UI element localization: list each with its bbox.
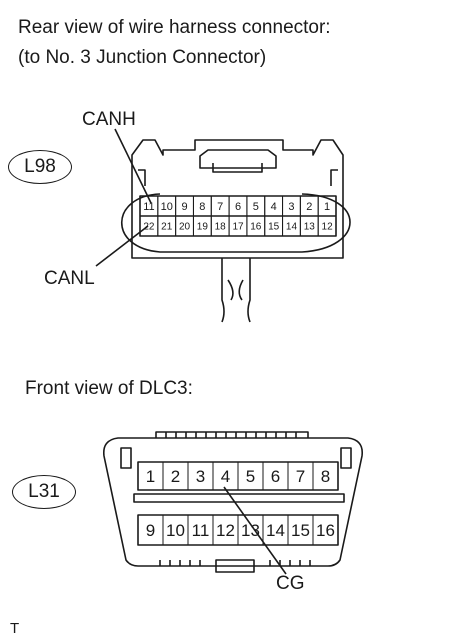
title-1-line-1: Rear view of wire harness connector: xyxy=(18,17,331,38)
l31-center-rib xyxy=(133,493,345,503)
l98-wire-outline xyxy=(121,193,351,253)
pin-label: 10 xyxy=(161,201,173,213)
pin-label: 2 xyxy=(171,467,180,486)
pin-label: 19 xyxy=(197,222,209,233)
pin-label: 11 xyxy=(192,521,210,540)
pin-label: 13 xyxy=(241,521,260,540)
connector-l98-id: L98 xyxy=(8,150,72,184)
pin-label: 7 xyxy=(296,467,305,486)
l31-slot-left xyxy=(120,447,132,469)
pin-label: 6 xyxy=(235,201,241,213)
connector-l31-id: L31 xyxy=(12,475,76,509)
pin-label: 20 xyxy=(179,222,191,233)
canh-pointer xyxy=(114,128,152,204)
pin-label: 15 xyxy=(268,222,280,233)
pin-label: 2 xyxy=(306,201,312,213)
pin-label: 17 xyxy=(232,222,244,233)
pin-label: 18 xyxy=(215,222,227,233)
pin-label: 21 xyxy=(161,222,173,233)
pin-label: 22 xyxy=(143,222,155,233)
pin-label: 3 xyxy=(196,467,205,486)
canl-label: CANL xyxy=(44,268,95,289)
canh-label: CANH xyxy=(82,109,136,130)
l98-latch-inner xyxy=(212,163,263,173)
pin-label: 16 xyxy=(250,222,262,233)
connector-l31 xyxy=(102,431,364,575)
title-2: Front view of DLC3: xyxy=(25,378,193,399)
canl-pointer xyxy=(95,225,149,267)
pin-label: 16 xyxy=(316,521,335,540)
pin-label: 4 xyxy=(271,201,277,213)
title-1-line-2: (to No. 3 Junction Connector) xyxy=(18,47,267,68)
pin-label: 1 xyxy=(324,201,330,213)
pin-cell xyxy=(317,215,337,237)
pin-label: 12 xyxy=(322,222,334,233)
pin-label: 6 xyxy=(271,467,280,486)
l98-latch xyxy=(199,149,277,169)
pin-label: 8 xyxy=(199,201,205,213)
pin-label: 13 xyxy=(304,222,316,233)
pin-label: 1 xyxy=(146,467,155,486)
l31-housing xyxy=(102,437,364,567)
footer-mark: T xyxy=(10,620,20,637)
l31-slot-right xyxy=(340,447,352,469)
l98-harness xyxy=(221,258,251,323)
pin-label: 15 xyxy=(291,521,310,540)
pin-label: 12 xyxy=(216,521,235,540)
pin-cell xyxy=(312,514,339,546)
l98-side-tabs xyxy=(138,169,338,186)
pin-label: 7 xyxy=(217,201,223,213)
pin-label: 3 xyxy=(288,201,294,213)
pin-label: 9 xyxy=(146,521,155,540)
pin-label: 11 xyxy=(143,201,154,213)
pin-cell xyxy=(312,461,339,491)
pin-label: 10 xyxy=(166,521,185,540)
pin-label: 14 xyxy=(286,222,298,233)
pin-label: 5 xyxy=(253,201,259,213)
l31-bottom-ridges xyxy=(159,560,311,566)
l31-key xyxy=(215,559,255,573)
l31-top-ridges xyxy=(155,431,309,438)
pin-label: 9 xyxy=(181,201,187,213)
pin-label: 5 xyxy=(246,467,255,486)
cg-label: CG xyxy=(276,573,305,594)
l98-housing xyxy=(131,139,344,259)
pin-label: 4 xyxy=(221,467,230,486)
cg-pointer xyxy=(223,486,287,575)
pin-label: 8 xyxy=(321,467,330,486)
pin-label: 14 xyxy=(266,521,285,540)
